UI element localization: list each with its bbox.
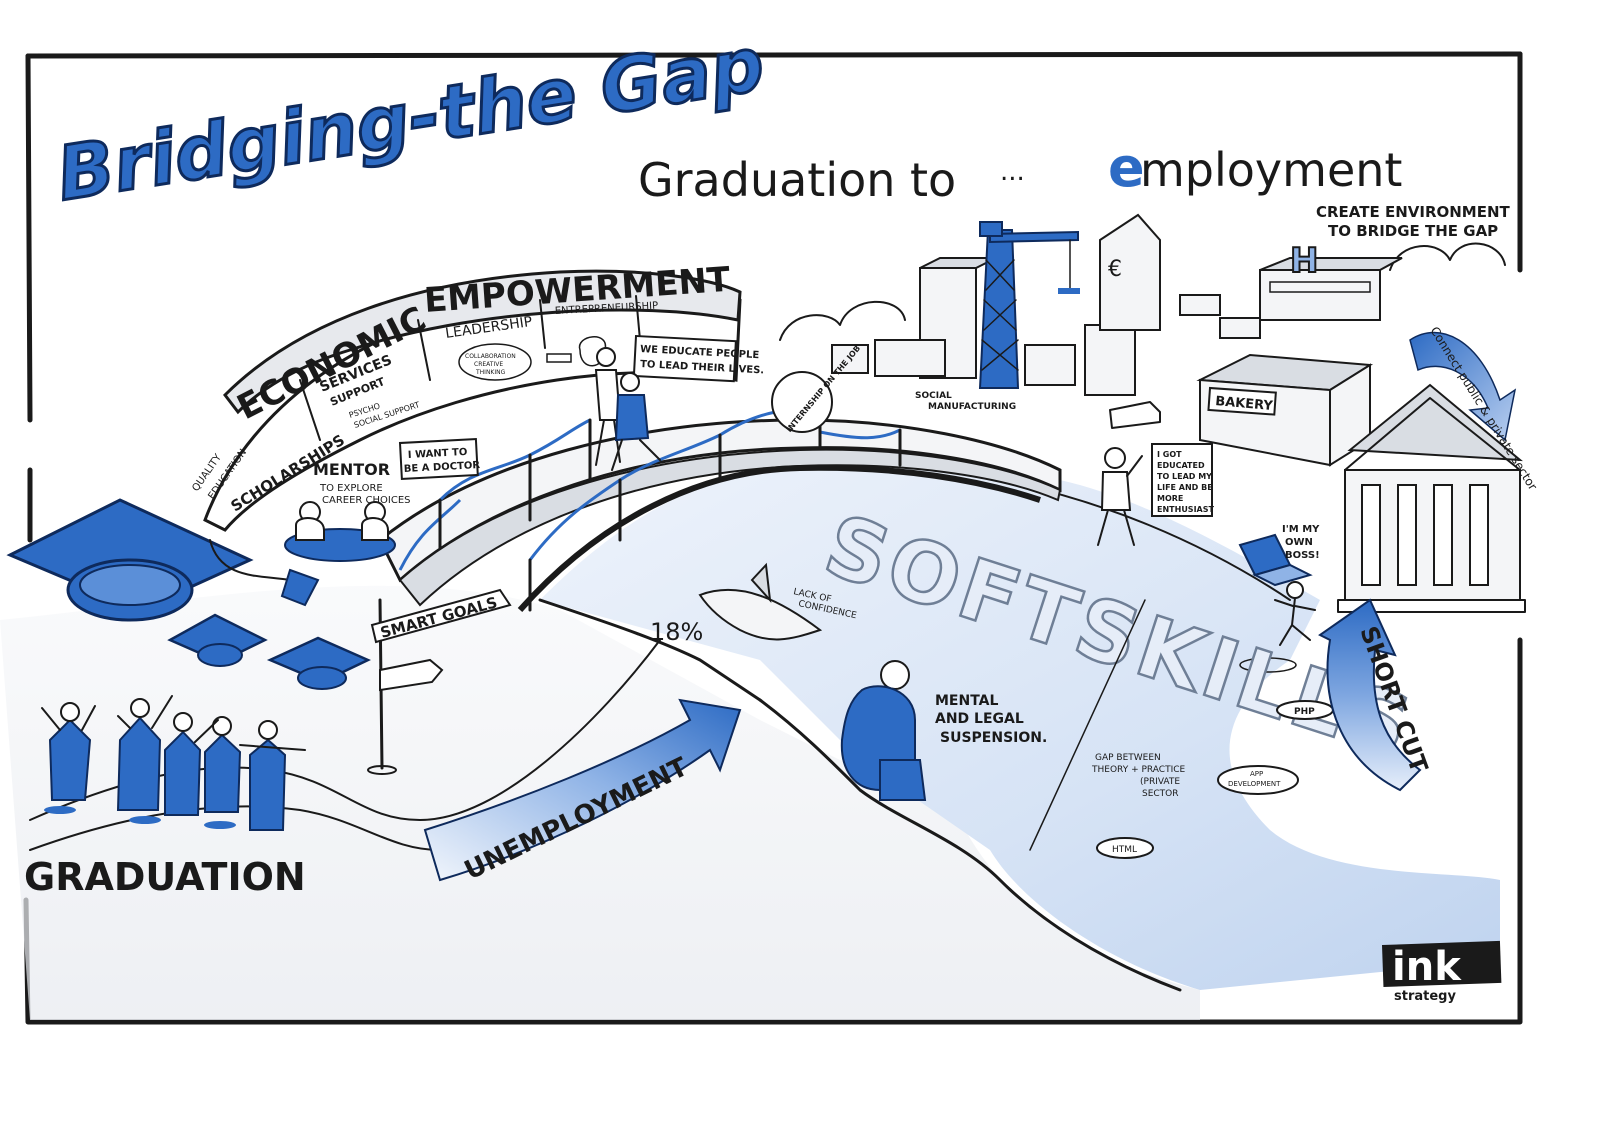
stepping-stones xyxy=(1096,700,1334,859)
main-title-group: Bridging-the Gap Graduation to ... e mpl… xyxy=(50,20,1403,220)
mentor-line-3: CAREER CHOICES xyxy=(322,495,411,506)
own-boss-scene xyxy=(1238,533,1316,673)
short-cut-arrow xyxy=(1318,598,1422,792)
mental-1: MENTAL xyxy=(935,693,999,709)
create-environment-2: TO BRIDGE THE GAP xyxy=(1328,222,1498,240)
connect-arrow xyxy=(1409,331,1517,442)
subtitle-right: mployment xyxy=(1140,143,1402,197)
crane xyxy=(978,221,1080,389)
app-dev-2: DEVELOPMENT xyxy=(1228,780,1281,788)
own-boss-1: I'M MY xyxy=(1282,524,1320,535)
want-doctor-1: I WANT TO xyxy=(408,447,468,461)
thinking-person xyxy=(840,660,927,801)
subtitle-left: Graduation to xyxy=(638,153,956,207)
arch-collab-2: CREATIVE xyxy=(474,361,503,368)
hospital-building: H xyxy=(1259,240,1403,321)
arch-entrepreneurship: ENTREPRENEURSHIP xyxy=(555,301,659,317)
graduation-caps xyxy=(6,498,371,690)
coins-icon xyxy=(546,353,572,363)
got-educated-2: EDUCATED xyxy=(1157,461,1205,470)
got-educated-1: I GOT xyxy=(1157,450,1182,459)
logo-sub: strategy xyxy=(1394,989,1456,1004)
gap-between-3: (PRIVATE xyxy=(1140,777,1180,787)
social-manufacturing-1: SOCIAL xyxy=(915,391,952,401)
mental-2: AND LEGAL xyxy=(935,711,1024,727)
smart-goals-sign xyxy=(367,588,512,775)
logo-main: ink xyxy=(1392,944,1462,990)
want-doctor-2: BE A DOCTOR xyxy=(404,460,481,475)
public-sector-building xyxy=(1337,383,1526,613)
bridge-walkers xyxy=(594,347,661,471)
html-label: HTML xyxy=(1112,845,1137,855)
river-gap xyxy=(540,459,1500,990)
bakery-building: BAKERY xyxy=(1196,353,1374,467)
shark-lack-of-confidence xyxy=(698,562,823,641)
got-educated-5: MORE xyxy=(1157,494,1183,503)
social-manufacturing-2: MANUFACTURING xyxy=(928,402,1016,412)
subtitle-e: e xyxy=(1108,136,1145,199)
got-educated-6: ENTHUSIAST xyxy=(1157,505,1215,514)
got-educated-4: LIFE AND BE xyxy=(1157,483,1213,492)
mentor-scene xyxy=(284,501,396,562)
internship-badge xyxy=(771,371,833,433)
car xyxy=(1109,401,1161,429)
gap-between-4: SECTOR xyxy=(1142,789,1179,799)
app-dev-1: APP xyxy=(1250,770,1263,778)
educated-person xyxy=(1097,447,1143,546)
gap-between-1: GAP BETWEEN xyxy=(1095,753,1161,763)
got-educated-3: TO LEAD MY xyxy=(1157,472,1212,481)
gap-measure-line xyxy=(1029,599,1146,851)
ink-strategy-logo: ink strategy xyxy=(1382,940,1502,1004)
mentor-line-2: TO EXPLORE xyxy=(319,483,383,494)
gap-between-2: THEORY + PRACTICE xyxy=(1091,765,1186,775)
php-label: PHP xyxy=(1294,707,1315,717)
create-environment-1: CREATE ENVIRONMENT xyxy=(1316,203,1511,221)
arch-collab-3: THINKING xyxy=(475,369,506,376)
euro-symbol: € xyxy=(1108,257,1122,282)
own-boss-3: BOSS! xyxy=(1285,550,1320,561)
mental-3: SUSPENSION. xyxy=(940,730,1047,746)
graduates-group xyxy=(41,695,306,831)
unemployment-arrow xyxy=(423,698,742,882)
unemployment-percent: 18% xyxy=(650,618,703,646)
mentor-title: MENTOR xyxy=(313,460,390,479)
bakery-label: BAKERY xyxy=(1215,394,1274,414)
hospital-letter: H xyxy=(1290,241,1318,281)
graduation-label: GRADUATION xyxy=(24,855,306,899)
subtitle-dots: ... xyxy=(1000,157,1025,187)
own-boss-2: OWN xyxy=(1285,537,1313,548)
bank-tower xyxy=(1099,213,1161,331)
arch-collab-1: COLLABORATION xyxy=(465,353,516,360)
